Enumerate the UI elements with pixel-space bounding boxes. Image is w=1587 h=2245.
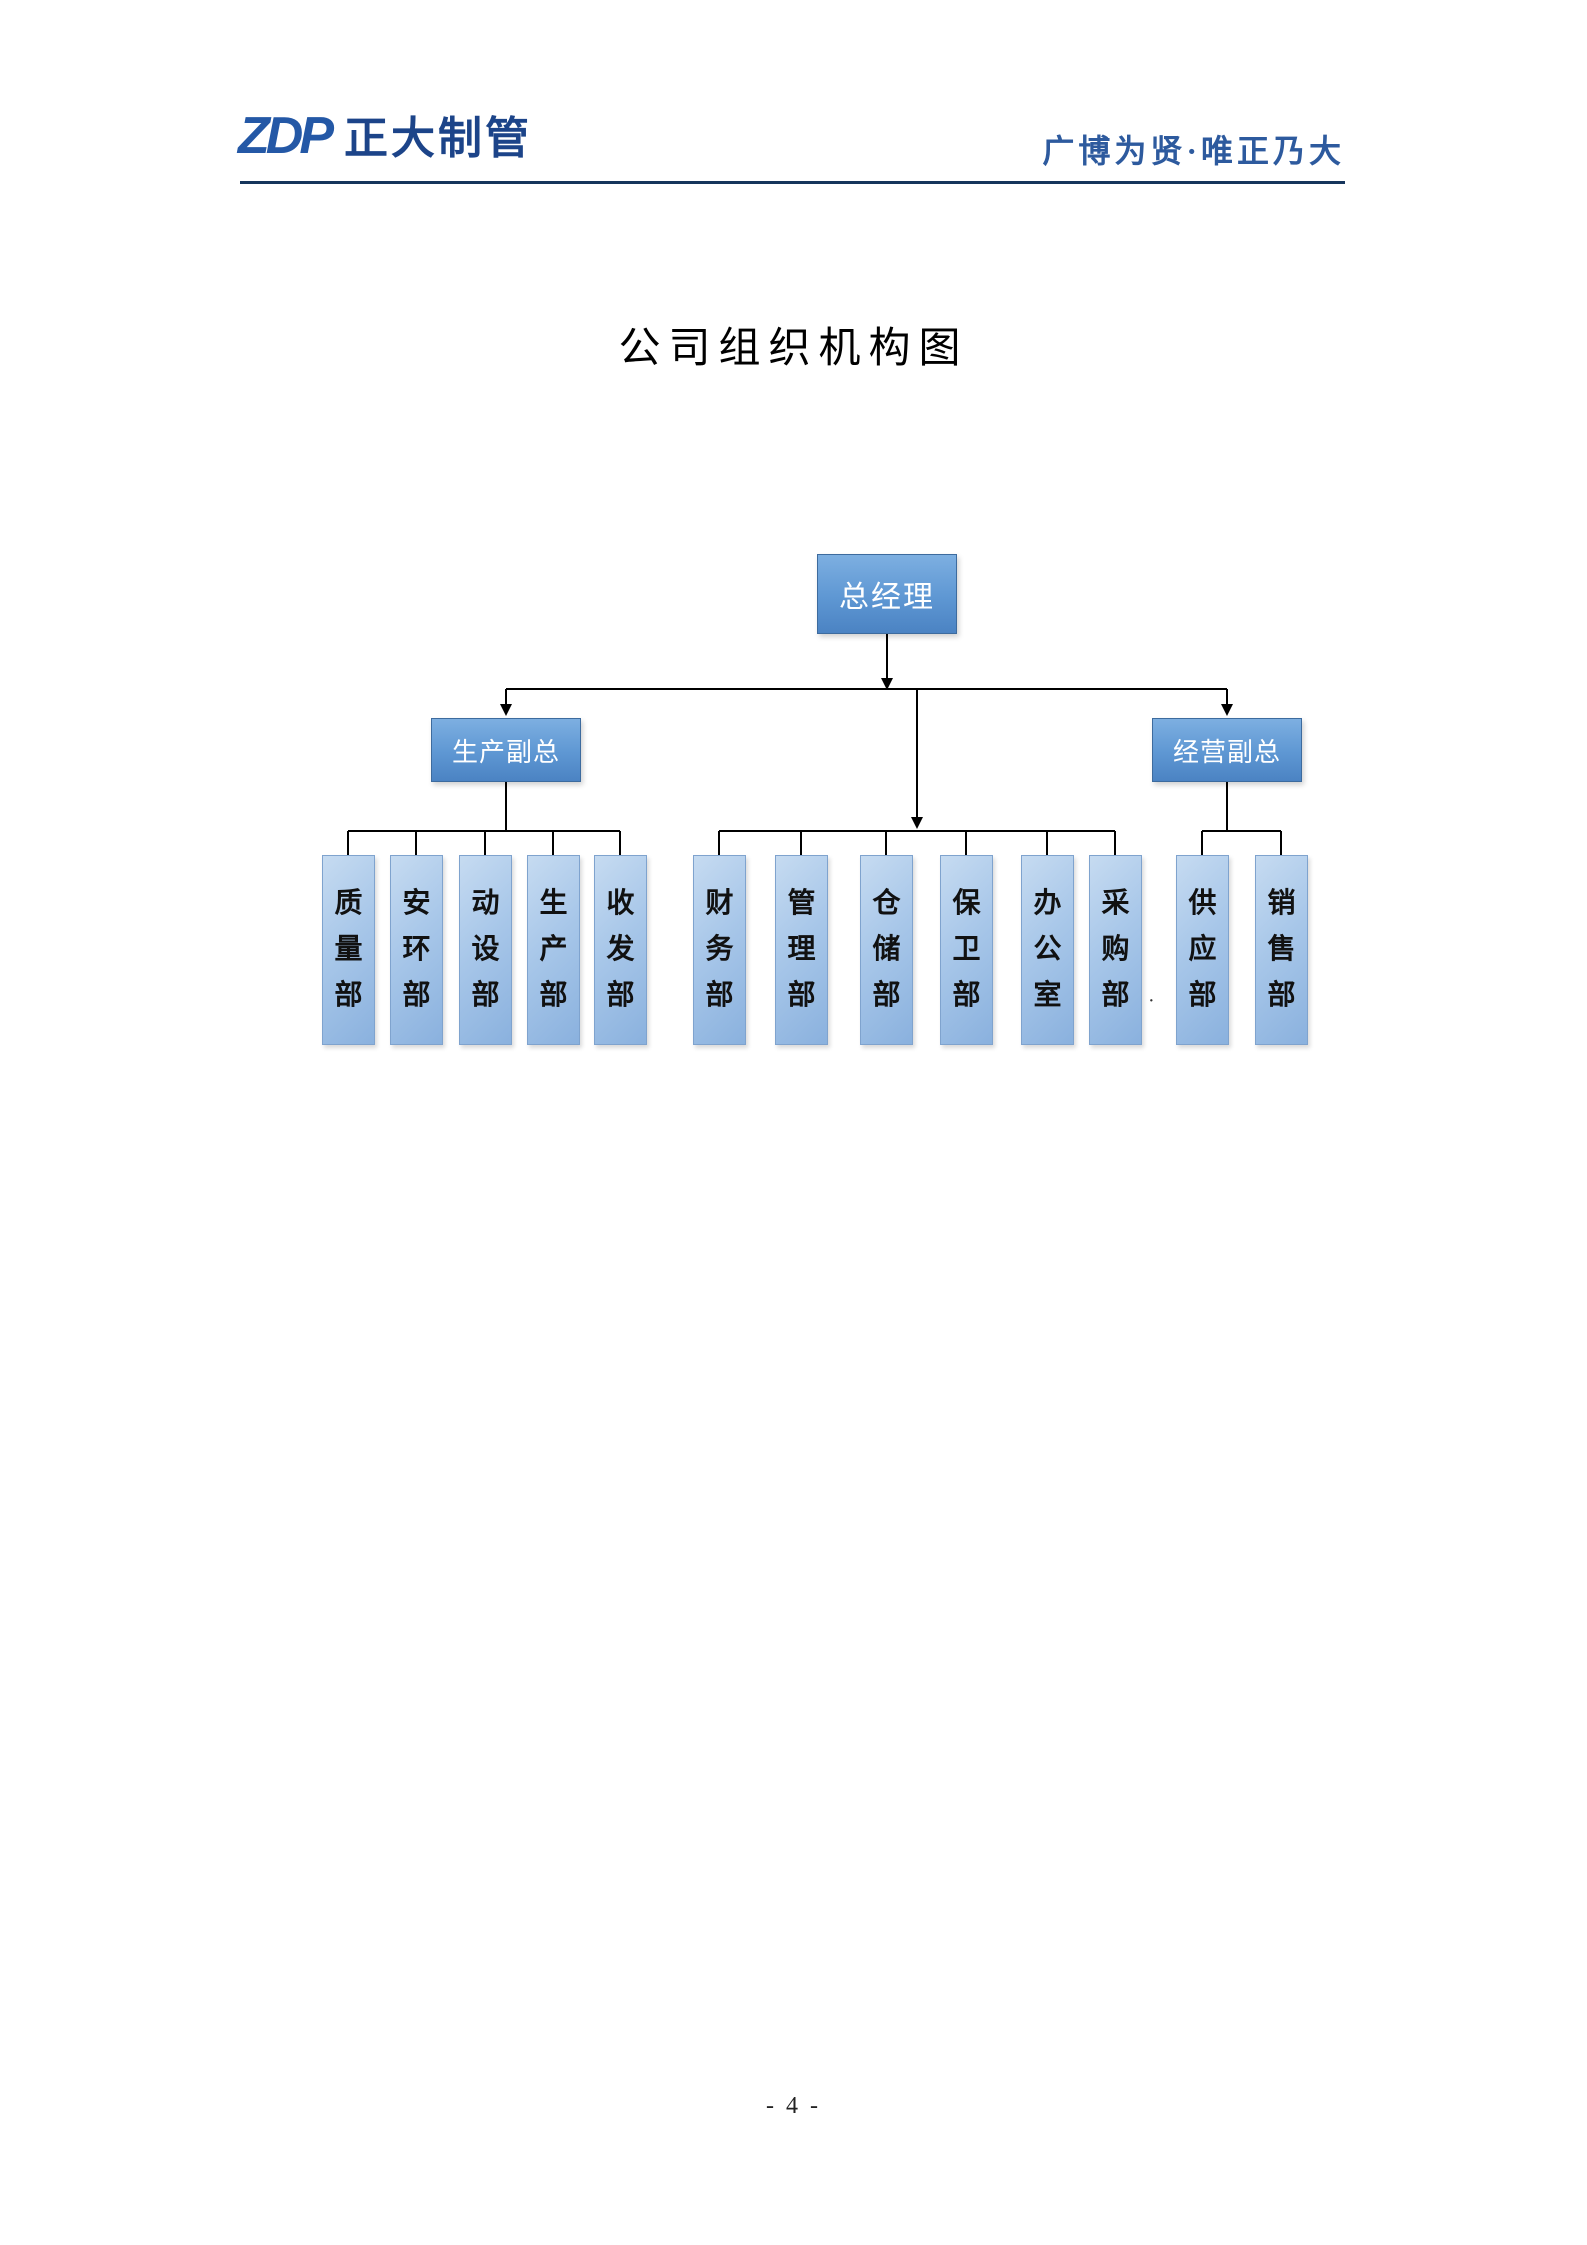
org-node-production-vp: 生产副总 [431, 718, 581, 782]
dept-node: 仓储部 [860, 855, 913, 1045]
dept-node: 管理部 [775, 855, 828, 1045]
header-slogan: 广博为贤·唯正乃大 [1042, 133, 1345, 169]
dept-node: 安环部 [390, 855, 443, 1045]
dept-label: 安环部 [402, 888, 431, 1011]
dept-node: 保卫部 [940, 855, 993, 1045]
dept-label: 供应部 [1188, 888, 1217, 1011]
dept-label: 采购部 [1101, 888, 1130, 1011]
dept-node: 供应部 [1176, 855, 1229, 1045]
dept-node: 动设部 [459, 855, 512, 1045]
stray-dot: · [1148, 990, 1155, 1012]
header-rule [240, 181, 1345, 184]
dept-node: 销售部 [1255, 855, 1308, 1045]
org-node-operations-vp: 经营副总 [1152, 718, 1302, 782]
dept-label: 收发部 [606, 888, 635, 1011]
dept-node: 办公室 [1021, 855, 1074, 1045]
dept-node: 质量部 [322, 855, 375, 1045]
page-title: 公司组织机构图 [618, 326, 969, 372]
dept-label: 仓储部 [872, 888, 901, 1011]
dept-node: 财务部 [693, 855, 746, 1045]
logo-zdp-mark: ZDP [238, 107, 334, 165]
dept-label: 管理部 [787, 888, 816, 1011]
dept-label: 动设部 [471, 888, 500, 1011]
dept-label: 保卫部 [952, 888, 981, 1011]
dept-label: 办公室 [1033, 888, 1062, 1011]
org-node-general-manager: 总经理 [817, 554, 957, 634]
company-logo: ZDP 正大制管 [238, 110, 532, 162]
dept-label: 质量部 [334, 888, 363, 1011]
dept-node: 生产部 [527, 855, 580, 1045]
page-number: - 4 - [766, 2093, 821, 2119]
dept-node: 采购部 [1089, 855, 1142, 1045]
dept-label: 销售部 [1267, 888, 1296, 1011]
dept-node: 收发部 [594, 855, 647, 1045]
logo-company-name: 正大制管 [344, 114, 532, 163]
dept-label: 财务部 [705, 888, 734, 1011]
dept-label: 生产部 [539, 888, 568, 1011]
